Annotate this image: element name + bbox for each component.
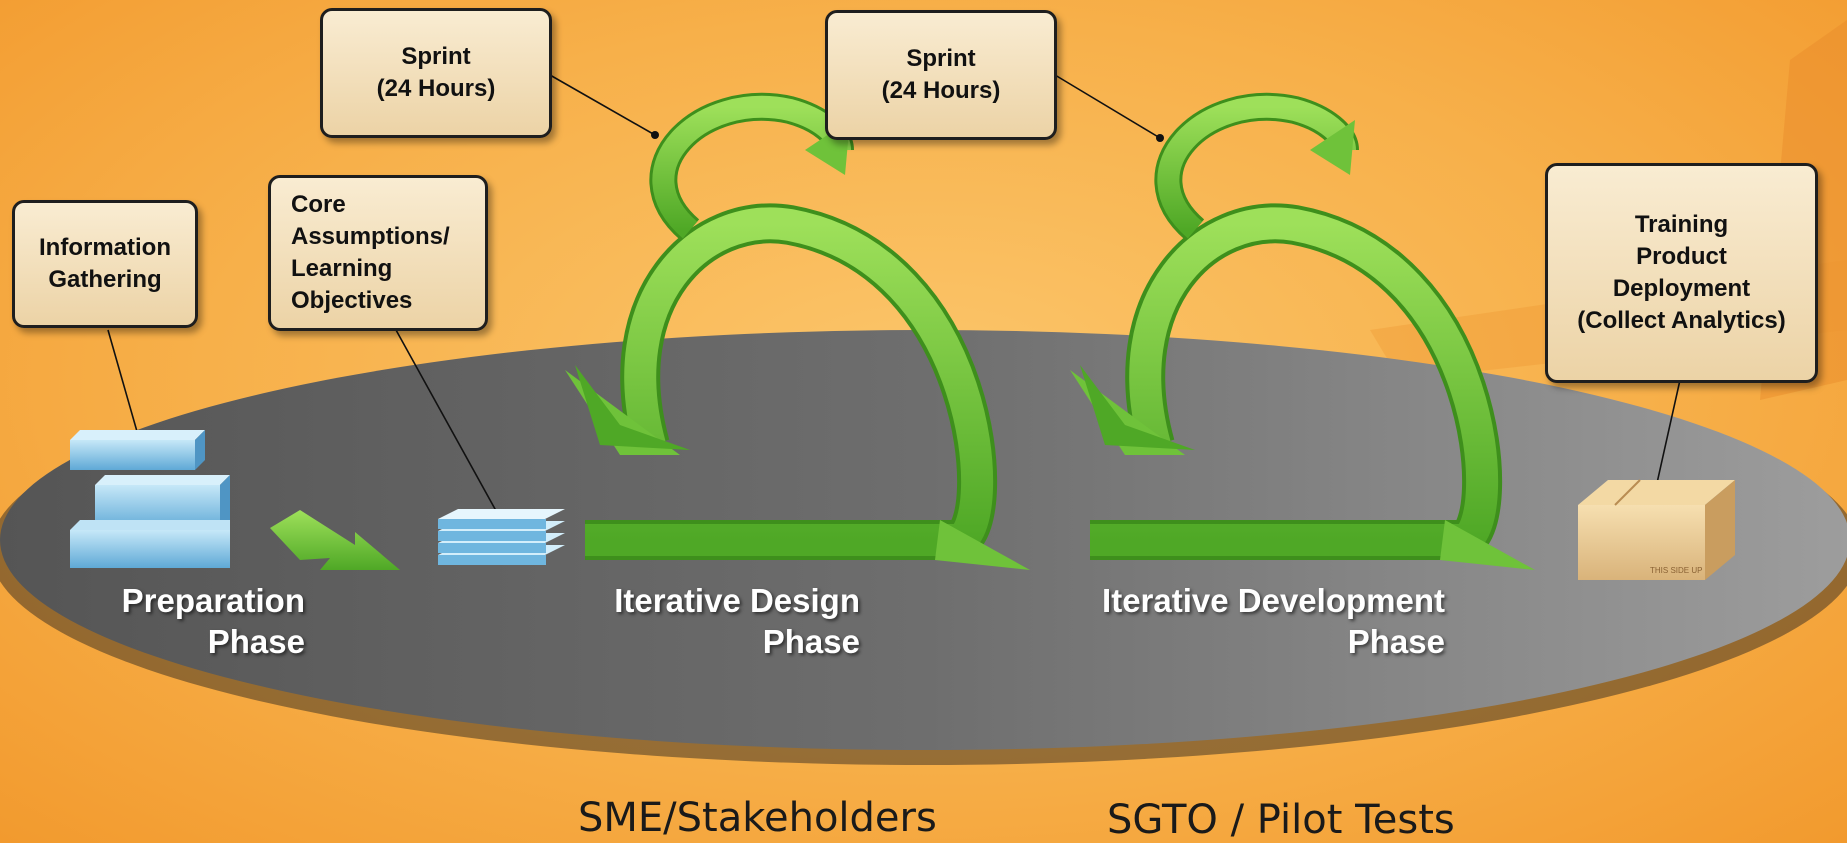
connector-line bbox=[395, 329, 501, 519]
sprint-callout-2: Sprint (24 Hours) bbox=[825, 10, 1057, 140]
core-assumptions-label: Core Assumptions/ Learning Objectives bbox=[291, 191, 450, 314]
stacked-blocks-icon bbox=[70, 430, 230, 568]
iterative-development-phase-label: Iterative Development Phase bbox=[1102, 582, 1445, 660]
connector-dot bbox=[651, 131, 659, 139]
connector-line bbox=[107, 329, 139, 436]
sprint-callout-1: Sprint (24 Hours) bbox=[320, 8, 552, 138]
connector-line bbox=[549, 74, 656, 136]
information-gathering-callout: Information Gathering bbox=[12, 200, 198, 328]
training-deployment-callout: Training Product Deployment (Collect Ana… bbox=[1545, 163, 1818, 383]
package-box-icon: THIS SIDE UP bbox=[1578, 479, 1735, 580]
training-deployment-label: Training Product Deployment (Collect Ana… bbox=[1577, 211, 1786, 334]
arrow-right-icon bbox=[270, 510, 400, 570]
iterative-design-phase-label: Iterative Design Phase bbox=[614, 582, 860, 660]
sprint-2-label: Sprint (24 Hours) bbox=[881, 45, 1001, 104]
preparation-phase-label: Preparation Phase bbox=[121, 582, 305, 660]
sgto-pilot-tests-label: SGTO / Pilot Tests bbox=[1107, 797, 1455, 843]
connector-lines bbox=[107, 74, 1681, 519]
box-label-text: THIS SIDE UP bbox=[1650, 566, 1702, 575]
connector-line bbox=[1054, 74, 1161, 139]
connector-dot bbox=[1156, 134, 1164, 142]
core-assumptions-callout: Core Assumptions/ Learning Objectives bbox=[268, 175, 488, 331]
information-gathering-label: Information Gathering bbox=[39, 234, 171, 293]
sprint-1-label: Sprint (24 Hours) bbox=[376, 43, 496, 102]
document-stack-icon bbox=[438, 509, 565, 565]
connector-line bbox=[1654, 379, 1681, 493]
sme-stakeholders-label: SME/Stakeholders bbox=[578, 795, 937, 841]
sprint-loop-arrow-icon bbox=[1070, 92, 1535, 570]
